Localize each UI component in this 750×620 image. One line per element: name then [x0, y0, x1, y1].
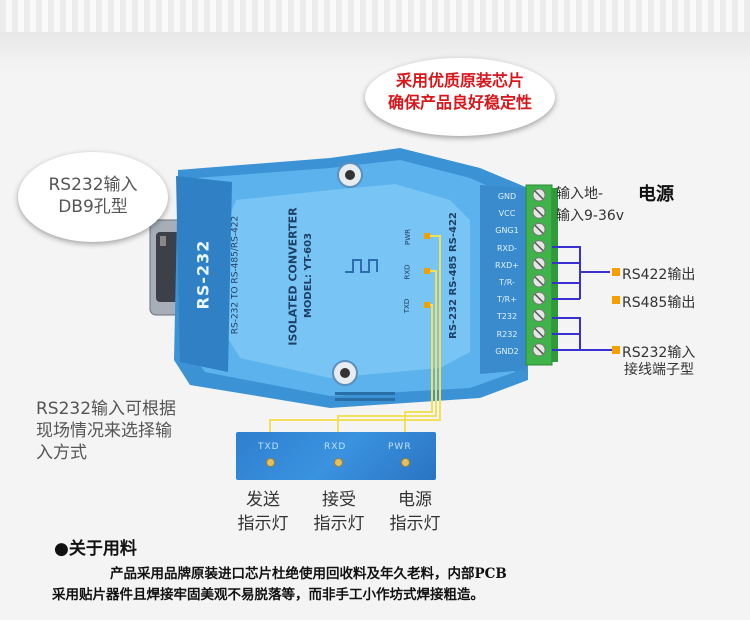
- section-line2: 采用贴片器件且焊接牢固美观不易脱落等，而非手工小作坊式焊接粗造。: [52, 587, 484, 603]
- device-model: MODEL: YT-603: [303, 232, 315, 319]
- indicator-receive-line1: 接受: [322, 490, 356, 510]
- converter-body: [174, 148, 528, 408]
- led-panel: TXD RXD PWR: [236, 432, 436, 480]
- led-panel-txd-label: TXD: [258, 442, 280, 452]
- terminal-screw-slot: [534, 276, 544, 286]
- pin-label: GNG1: [495, 226, 519, 236]
- label-input-voltage: 输入9-36v: [556, 208, 625, 224]
- logo-mark: [345, 259, 378, 273]
- callout-chip-line2: 确保产品良好稳定性: [387, 93, 532, 112]
- pin-label: GND2: [495, 346, 519, 356]
- indicator-receive: 接受 指示灯: [304, 488, 374, 536]
- device-brand-line1: RS-232 TO RS-485/RS-422: [230, 215, 241, 335]
- section-line1: 产品采用品牌原装进口芯片杜绝使用回收料及年久老料，内部PCB: [110, 566, 507, 582]
- pin-panel: [480, 185, 526, 374]
- led-panel-rxd-label: RXD: [324, 442, 347, 452]
- rxd-led: [334, 458, 343, 467]
- terminal-screw-slot: [534, 242, 544, 252]
- input-note-line3: 入方式: [36, 443, 87, 463]
- device-led-pwr: PWR: [404, 228, 413, 246]
- pin-label: RXD+: [495, 260, 519, 270]
- device-brand-line2: ISOLATED CONVERTER: [286, 207, 300, 346]
- pwr-led: [401, 458, 410, 467]
- blue-wires: [552, 246, 612, 351]
- label-power-title: 电源: [638, 184, 674, 205]
- section-title-text: 关于用料: [68, 539, 137, 559]
- terminal-screws: [532, 188, 546, 357]
- terminal-screw-slot: [534, 207, 544, 217]
- section-materials-title: ●关于用料: [54, 534, 137, 559]
- callout-chip-quality: 采用优质原装芯片 确保产品良好稳定性: [365, 58, 555, 136]
- top-stripe-decoration: [0, 0, 750, 32]
- callout-rs232-line1: RS232输入: [48, 175, 138, 195]
- device-port-line: RS-232 RS-485 RS-422: [447, 212, 459, 339]
- indicator-power-line2: 指示灯: [389, 514, 441, 534]
- label-rs232-terminal-line1: RS232输入: [622, 345, 696, 361]
- terminal-screw-slot: [534, 293, 544, 303]
- pin-label: T232: [496, 312, 518, 322]
- terminal-screw-slot: [534, 345, 544, 355]
- label-rs485-output: RS485输出: [622, 295, 696, 311]
- yellow-wires: [269, 235, 441, 440]
- section-bullet-icon: ●: [54, 539, 69, 559]
- txd-led: [266, 458, 275, 467]
- side-label-rs232: RS-232: [193, 239, 213, 310]
- label-input-ground: 输入地-: [556, 186, 604, 202]
- callout-rs232-input: RS232输入 DB9孔型: [18, 152, 168, 242]
- indicator-send: 发送 指示灯: [228, 488, 298, 536]
- terminal-screw-slot: [534, 190, 544, 200]
- indicator-send-line2: 指示灯: [237, 514, 289, 534]
- input-note: RS232输入可根据 现场情况来选择输 入方式: [36, 398, 176, 464]
- label-rs232-terminal-line2: 接线端子型: [624, 362, 694, 378]
- pin-label: T/R-: [499, 278, 515, 287]
- indicator-power-line1: 电源: [398, 490, 432, 510]
- pin-label: GND: [497, 192, 517, 201]
- input-note-line1: RS232输入可根据: [36, 399, 177, 419]
- terminal-screw-slot: [534, 310, 544, 320]
- terminal-screw-slot: [534, 328, 544, 338]
- device-led-txd: TXD: [403, 298, 412, 314]
- pin-label: VCC: [498, 209, 516, 219]
- input-note-line2: 现场情况来选择输: [36, 421, 172, 441]
- terminal-screw-slot: [534, 224, 544, 234]
- pin-label: R232: [496, 329, 518, 339]
- indicator-send-line1: 发送: [246, 490, 280, 510]
- led-panel-pwr-label: PWR: [388, 442, 412, 452]
- indicator-receive-line2: 指示灯: [313, 514, 365, 534]
- indicator-power: 电源 指示灯: [380, 488, 450, 536]
- pin-label: T/R+: [497, 295, 517, 305]
- top-shade: [0, 32, 750, 72]
- callout-rs232-line2: DB9孔型: [58, 197, 128, 217]
- pin-label: RXD-: [496, 243, 518, 253]
- terminal-screw-slot: [534, 259, 544, 269]
- device-led-rxd: RXD: [403, 264, 412, 280]
- label-rs422-output: RS422输出: [622, 267, 696, 283]
- callout-chip-line1: 采用优质原装芯片: [395, 71, 524, 90]
